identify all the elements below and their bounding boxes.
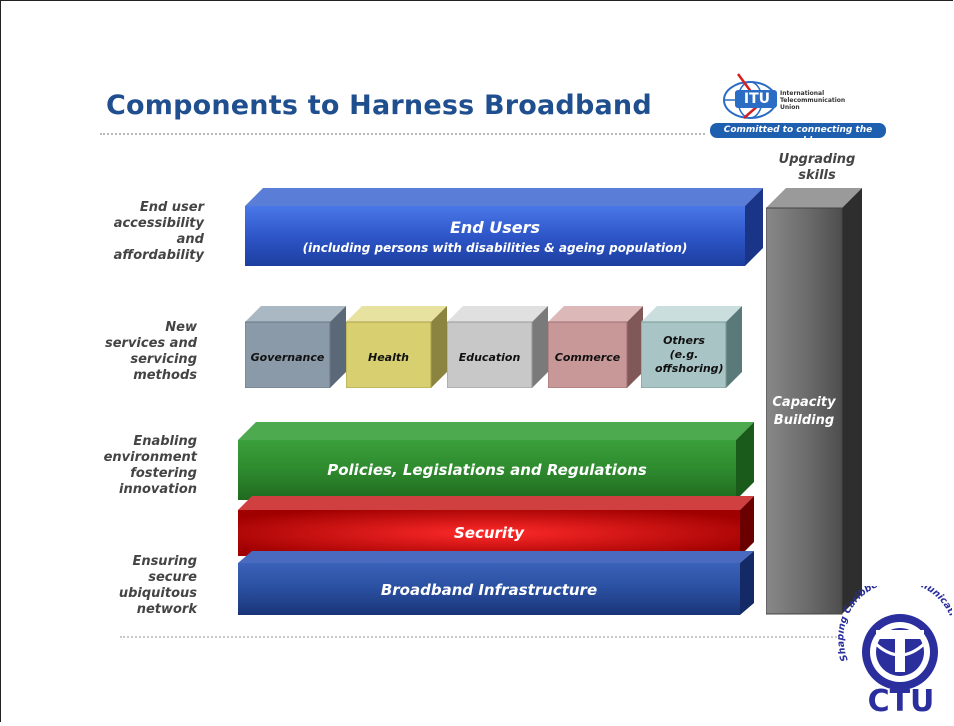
health-cube-shape [345,306,447,389]
infrastructure-label: Broadband Infrastructure [380,581,598,599]
service-cube-health: Health [345,306,447,389]
title-divider [100,133,705,135]
itu-name-3: Union [780,104,800,111]
policies-layer: Policies, Legislations and Regulations [238,420,754,502]
policies-box-shape [238,422,754,500]
governance-cube-shape [244,306,346,389]
upgrading-skills-header: Upgrading skills [778,152,856,183]
ctu-mark: CTU [867,684,935,719]
itu-name-1: International [780,90,825,97]
capacity-building-pillar: Capacity Building [765,186,862,616]
health-label: Health [368,351,409,364]
commerce-label: Commerce [554,351,621,364]
itu-name-2: Telecommunication [780,97,846,104]
end-users-box-shape [245,188,763,266]
capacity-building-label: Capacity Building [772,395,836,428]
ctu-logo: Shaping Caribbean Communications CTU [835,574,954,722]
infrastructure-box-shape [238,551,754,615]
security-label: Security [453,524,525,542]
itu-emblem-icon [710,73,886,138]
itu-logo: ITU International Telecommunication Unio… [708,68,888,146]
education-label: Education [458,351,521,364]
service-cube-governance: Governance [244,306,346,389]
ctu-emblem-icon: Shaping Caribbean Communications [835,574,954,690]
end-users-subtitle: (including persons with disabilities & a… [302,241,688,255]
itu-tagline: Committed to connecting the world [723,125,873,146]
itu-mark: ITU [743,91,771,107]
page-title: Components to Harness Broadband [106,90,652,121]
education-cube-shape [446,306,548,389]
end-users-title: End Users [449,218,541,237]
security-layer: Security [238,494,754,556]
security-box-shape [238,496,754,556]
service-cube-education: Education [446,306,548,389]
others-label: Others (e.g. offshoring) [655,334,724,375]
policies-label: Policies, Legislations and Regulations [327,461,647,479]
commerce-cube-shape [547,306,643,389]
service-cube-commerce: Commerce [547,306,643,389]
infrastructure-layer: Broadband Infrastructure [238,549,754,617]
bottom-divider [120,636,840,638]
governance-label: Governance [250,351,325,364]
end-users-layer: End Users (including persons with disabi… [245,186,763,268]
pillar-shape [765,188,862,615]
service-cube-others: Others (e.g. offshoring) [640,306,742,389]
others-cube-shape [640,306,742,389]
